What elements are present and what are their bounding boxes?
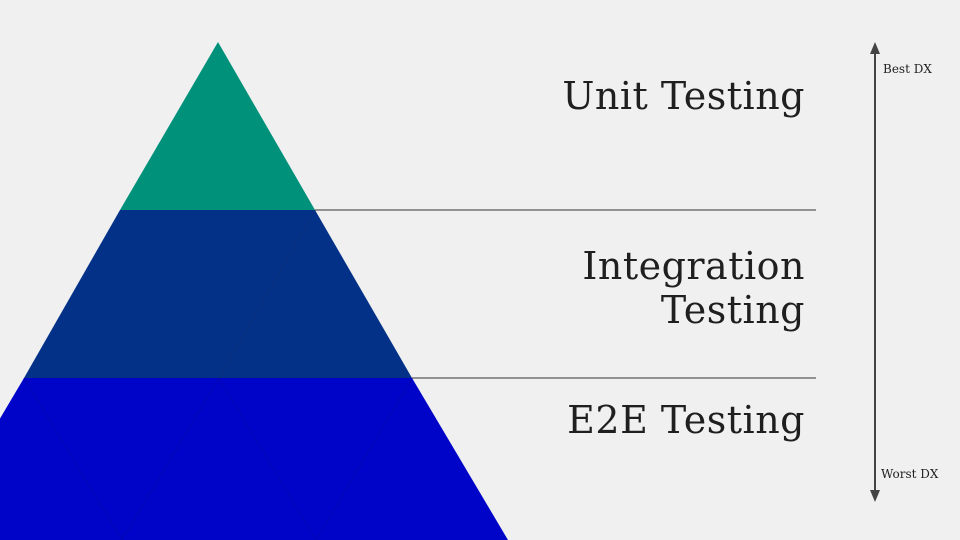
unit-testing-label: Unit Testing (562, 74, 805, 118)
integration-testing-label: Integration Testing (582, 244, 805, 332)
dx-axis-arrow-up-icon (870, 42, 880, 54)
unit-tier (120, 42, 315, 210)
e2e-testing-label: E2E Testing (567, 398, 805, 442)
e2e-tier (0, 378, 508, 540)
worst-dx-label: Worst DX (881, 467, 939, 481)
integration-tier-facet-line (218, 209, 316, 379)
integration-testing-label-line1: Integration (582, 244, 805, 288)
best-dx-label: Best DX (883, 62, 932, 76)
unit-testing-label-text: Unit Testing (562, 74, 805, 118)
integration-testing-label-line2: Testing (660, 288, 805, 332)
e2e-testing-label-text: E2E Testing (567, 398, 805, 442)
dx-axis-arrow-down-icon (870, 490, 880, 502)
integration-tier (24, 210, 412, 378)
